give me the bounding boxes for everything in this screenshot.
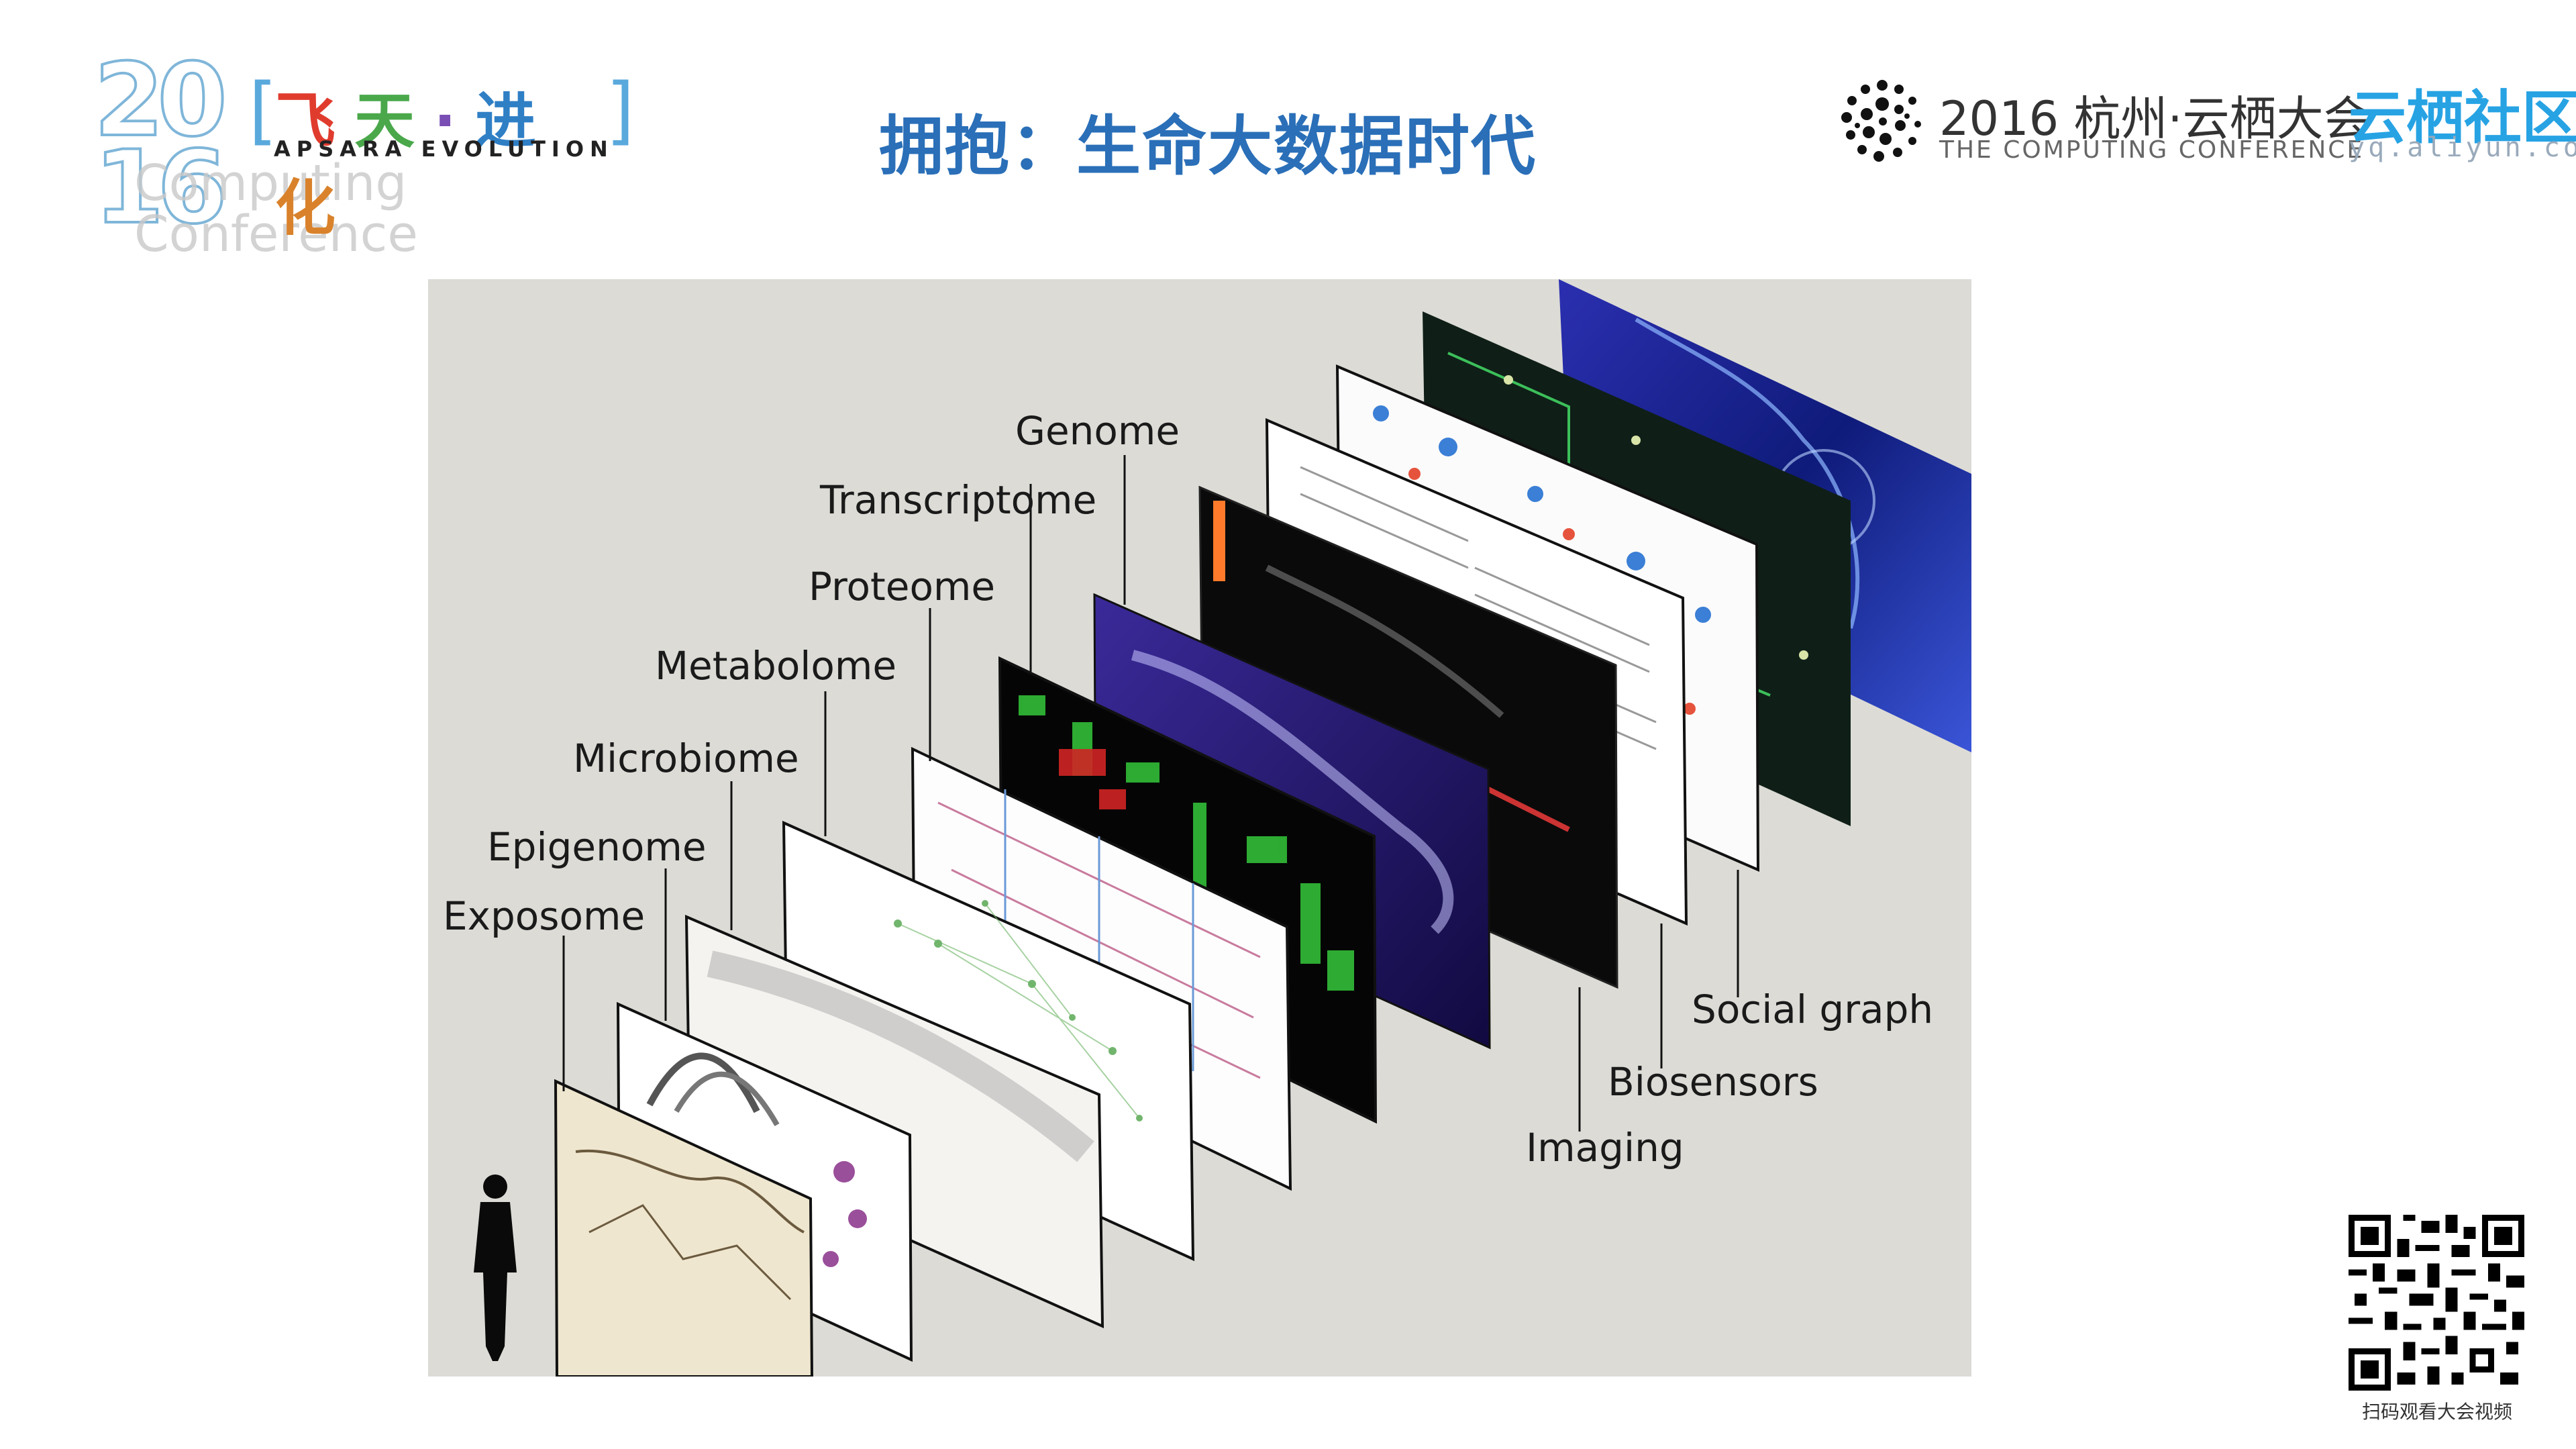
- label-proteome: Proteome: [809, 564, 996, 609]
- conference-subtitle: THE COMPUTING CONFERENCE: [1939, 136, 2365, 164]
- logo-year: 20 16: [93, 42, 229, 246]
- human-silhouette-icon: [474, 1175, 517, 1361]
- label-epigenome: Epigenome: [487, 824, 707, 870]
- page-title: 拥抱：生命大数据时代: [879, 109, 1537, 184]
- layers-diagram: [474, 279, 1971, 1377]
- omics-layers-figure: Genome Transcriptome Proteome Metabolome…: [428, 279, 1971, 1377]
- conference-logo: 2016 杭州·云栖大会 THE COMPUTING CONFERENCE 云栖…: [1839, 77, 2576, 178]
- logo-bracket-open: [: [238, 67, 283, 153]
- leader-lines: [562, 455, 1739, 1132]
- label-genome: Genome: [1015, 408, 1180, 454]
- community-title: 云栖社区: [2349, 85, 2576, 152]
- qr-caption: 扫码观看大会视频: [2362, 1401, 2513, 1423]
- logo-subtitle: APSARA EVOLUTION: [274, 136, 614, 162]
- conference-name: 2016 杭州·云栖大会: [1939, 91, 2371, 146]
- label-exposome: Exposome: [443, 893, 646, 939]
- label-biosensors: Biosensors: [1608, 1059, 1818, 1105]
- logo-bracket-close: ]: [601, 67, 646, 153]
- label-metabolome: Metabolome: [655, 643, 897, 689]
- logo-chinese-text: 飞天·进化: [275, 86, 555, 244]
- label-imaging: Imaging: [1526, 1125, 1684, 1170]
- label-social-graph: Social graph: [1692, 987, 1934, 1032]
- qr-code-icon[interactable]: [2349, 1215, 2524, 1391]
- conference-dots-icon: [1841, 80, 1921, 162]
- event-logo: 20 16 Computing Conference [ 飞天·进化 ] APS…: [93, 42, 645, 272]
- logo-conference-text: Computing Conference: [134, 154, 418, 263]
- label-transcriptome: Transcriptome: [820, 477, 1097, 523]
- community-url: yq.aliyun.com: [2349, 132, 2576, 163]
- label-microbiome: Microbiome: [573, 736, 799, 781]
- layer-exposome-image: [554, 1079, 814, 1377]
